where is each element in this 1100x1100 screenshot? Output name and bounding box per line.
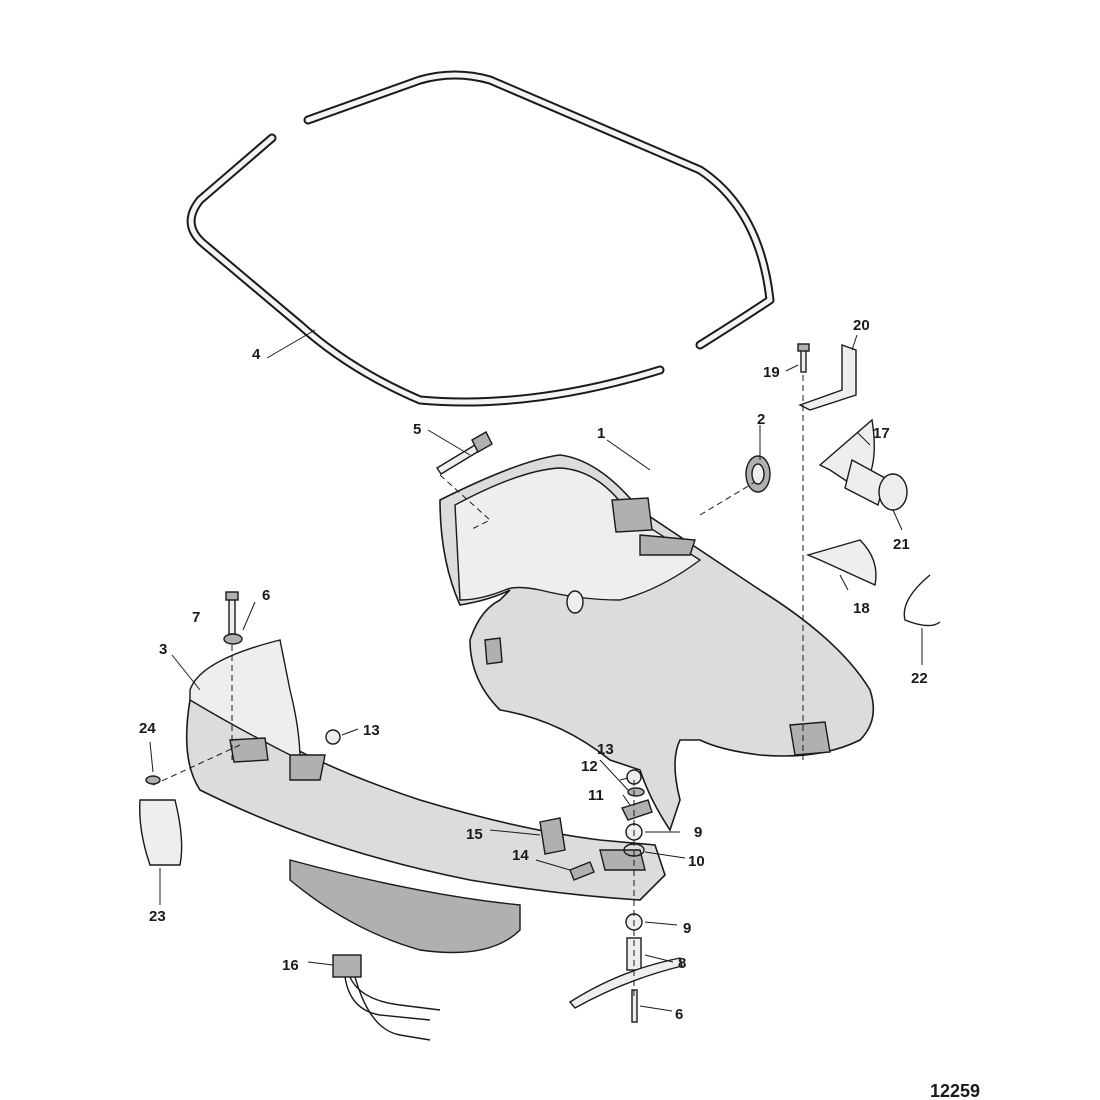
part-15-latch	[539, 817, 566, 855]
callout-18: 18	[853, 600, 870, 617]
part-7-washer	[223, 633, 243, 645]
callout-12: 12	[581, 758, 598, 775]
callout-21: 21	[893, 536, 910, 553]
callout-15: 15	[466, 826, 483, 843]
part-5-bolt	[436, 431, 493, 475]
part-23-cover	[139, 799, 183, 866]
callout-14: 14	[512, 847, 529, 864]
callout-9-lower: 9	[683, 920, 691, 937]
assembly-lines	[152, 375, 804, 1000]
callout-5: 5	[413, 421, 421, 438]
part-19-bolt	[797, 343, 810, 373]
callout-4: 4	[252, 346, 261, 363]
figure-number: 12259	[930, 1081, 980, 1100]
part-20-bracket	[798, 344, 857, 411]
part-1-cowl-upper	[439, 454, 875, 832]
part-22-clip	[903, 574, 941, 627]
callout-16: 16	[282, 957, 299, 974]
callout-6-upper: 6	[262, 587, 270, 604]
part-21-tube	[844, 458, 908, 511]
part-2-grommet	[745, 455, 771, 493]
part-14-screw	[569, 861, 595, 881]
callout-8: 8	[678, 955, 686, 972]
part-6-bolt-upper	[225, 591, 239, 635]
callout-13-left: 13	[363, 722, 380, 739]
callout-13-right: 13	[597, 741, 614, 758]
part-13-nut-left	[325, 729, 341, 745]
callout-20: 20	[853, 317, 870, 334]
callout-6-lower: 6	[675, 1006, 683, 1023]
part-4-seal	[186, 70, 775, 407]
callout-17: 17	[873, 425, 890, 442]
callout-22: 22	[911, 670, 928, 687]
callout-labels: 1 2 3 4 5 6 6 7 8 9 9 10 11 12 13 13 14 …	[139, 317, 928, 1023]
part-8-latch-handle	[568, 937, 683, 1009]
callout-9-upper: 9	[694, 824, 702, 841]
callout-19: 19	[763, 364, 780, 381]
part-24-washer	[145, 775, 161, 785]
callout-11: 11	[588, 787, 604, 804]
callout-7: 7	[192, 609, 200, 626]
callout-3: 3	[159, 641, 167, 658]
callout-1: 1	[597, 425, 605, 442]
callout-10: 10	[688, 853, 705, 870]
part-16-switch	[332, 954, 441, 1041]
part-18-duct	[805, 539, 877, 587]
leader-lines	[149, 329, 923, 1012]
part-11-bracket	[621, 799, 653, 821]
part-12-washer	[627, 787, 645, 797]
callout-24: 24	[139, 720, 156, 737]
callout-23: 23	[149, 908, 166, 925]
callout-2: 2	[757, 411, 765, 428]
